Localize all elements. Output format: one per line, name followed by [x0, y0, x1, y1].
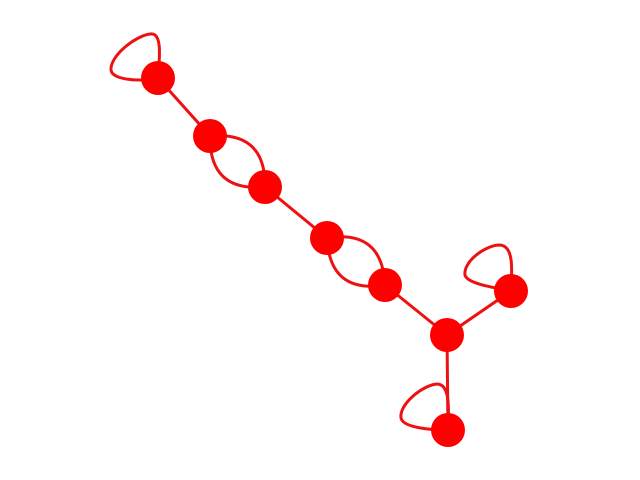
- graph-node-2: [248, 170, 282, 204]
- nodes-layer: [141, 61, 528, 447]
- self-loop-edge-0: [109, 32, 162, 82]
- graph-node-3: [310, 221, 344, 255]
- graph-node-5: [430, 318, 464, 352]
- graph-node-1: [193, 119, 227, 153]
- graph-node-0: [141, 61, 175, 95]
- graph-node-4: [368, 268, 402, 302]
- graph-node-7: [431, 413, 465, 447]
- graph-node-6: [494, 274, 528, 308]
- self-loop-edge-7: [399, 382, 451, 432]
- self-loop-edge-6: [463, 243, 514, 293]
